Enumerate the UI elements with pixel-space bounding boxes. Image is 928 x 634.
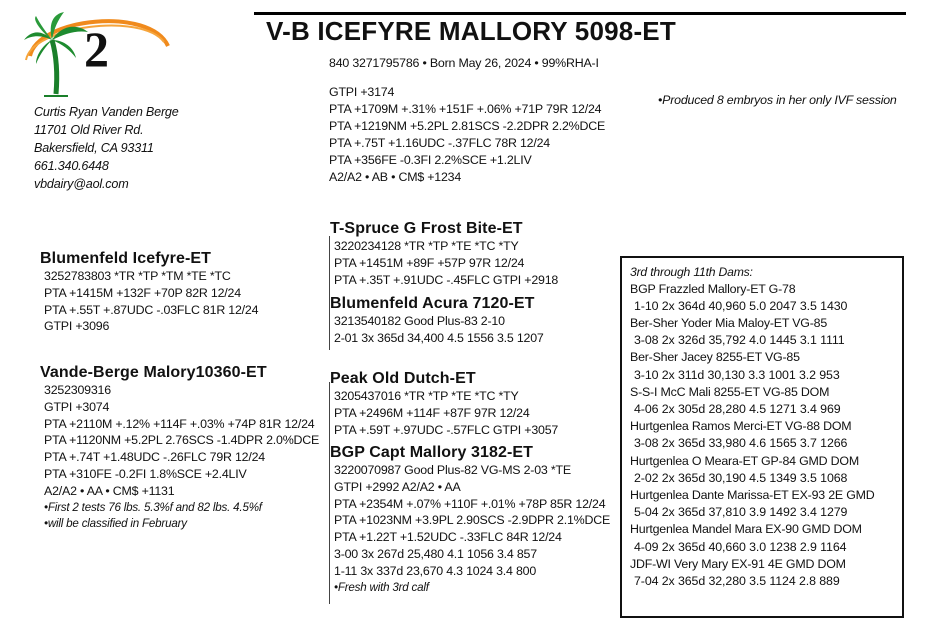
dam-entry-name: JDF-WI Very Mary EX-91 4E GMD DOM (630, 556, 846, 571)
dam-line: GTPI +3074 (44, 399, 110, 414)
dam-entry-record: 3-08 2x 326d 35,792 4.0 1445 3.1 1111 (634, 333, 845, 348)
dam-dam-line: PTA +1.22T +1.52UDC -.33FLC 84R 12/24 (334, 530, 562, 545)
dam-dam-line: PTA +2354M +.07% +110F +.01% +78P 85R 12… (334, 496, 606, 511)
dam-dam-block: BGP Capt Mallory 3182-ET 3220070987 Good… (330, 443, 610, 596)
dam-entry-record: 2-02 2x 365d 30,190 4.5 1349 3.5 1068 (634, 470, 848, 485)
dam-dam-line: PTA +1023NM +3.9PL 2.90SCS -2.9DPR 2.1%D… (334, 513, 611, 528)
dam-entry-record: 3-08 2x 365d 33,980 4.6 1565 3.7 1266 (634, 436, 848, 451)
dam-sire-line: PTA +2496M +114F +87F 97R 12/24 (334, 405, 530, 420)
owner-email: vbdairy@aol.com (34, 177, 129, 191)
sire-name: Blumenfeld Icefyre-ET (40, 250, 212, 267)
dam-dam-name: BGP Capt Mallory 3182-ET (330, 444, 534, 461)
sire-sire-name: T-Spruce G Frost Bite-ET (330, 220, 523, 237)
logo-number: 2 (84, 21, 109, 77)
title-rule (254, 12, 906, 15)
main-genomic-info: GTPI +3174 PTA +1709M +.31% +151F +.06% … (329, 84, 605, 186)
info-line: PTA +.75T +1.16UDC -.37FLC 78R 12/24 (329, 136, 551, 150)
dam-entry-name: S-S-I McC Mali 8255-ET VG-85 DOM (630, 384, 830, 399)
dam-entry-name: Hurtgenlea Dante Marissa-ET EX-93 2E GMD (630, 488, 875, 503)
pedigree-connector (329, 236, 330, 350)
info-line: PTA +1219NM +5.2PL 2.81SCS -2.2DPR 2.2%D… (329, 119, 606, 133)
sire-dam-name: Blumenfeld Acura 7120-ET (330, 295, 535, 312)
dam-dam-line: 3220070987 Good Plus-82 VG-MS 2-03 *TE (334, 463, 571, 477)
dam-sire-line: 3205437016 *TR *TP *TE *TC *TY (334, 389, 519, 403)
top-note: •Produced 8 embryos in her only IVF sess… (658, 93, 897, 107)
sire-block: Blumenfeld Icefyre-ET 3252783803 *TR *TP… (40, 249, 259, 335)
dam-entry-record: 4-06 2x 305d 28,280 4.5 1271 3.4 969 (634, 402, 841, 417)
dam-entry-name: BGP Frazzled Mallory-ET G-78 (630, 281, 796, 296)
dam-line: PTA +.74T +1.48UDC -.26FLC 79R 12/24 (44, 450, 266, 465)
dam-sire-name: Peak Old Dutch-ET (330, 370, 476, 387)
owner-contact: Curtis Ryan Vanden Berge 11701 Old River… (34, 103, 179, 193)
dam-entry-record: 1-10 2x 364d 40,960 5.0 2047 3.5 1430 (634, 298, 848, 313)
dam-sire-block: Peak Old Dutch-ET 3205437016 *TR *TP *TE… (330, 369, 558, 438)
dam-line: PTA +310FE -0.2FI 1.8%SCE +2.4LIV (44, 466, 247, 481)
dams-box: 3rd through 11th Dams: BGP Frazzled Mall… (620, 256, 904, 618)
owner-name: Curtis Ryan Vanden Berge (34, 105, 179, 119)
sire-line: PTA +.55T +.87UDC -.03FLC 81R 12/24 (44, 302, 259, 317)
info-line: A2/A2 • AB • CM$ +1234 (329, 170, 462, 184)
sire-dam-line: 2-01 3x 365d 34,400 4.5 1556 3.5 1207 (334, 330, 544, 345)
pedigree-connector (329, 382, 330, 604)
dam-dam-note: •Fresh with 3rd calf (334, 580, 429, 594)
page-title: V-B ICEFYRE MALLORY 5098-ET (266, 16, 676, 46)
dam-entry-name: Hurtgenlea Mandel Mara EX-90 GMD DOM (630, 522, 862, 537)
dam-line: A2/A2 • AA • CM$ +1131 (44, 483, 175, 498)
dam-line: PTA +2110M +.12% +114F +.03% +74P 81R 12… (44, 416, 315, 431)
sire-sire-line: 3220234128 *TR *TP *TE *TC *TY (334, 239, 519, 253)
dam-entry-record: 7-04 2x 365d 32,280 3.5 1124 2.8 889 (634, 574, 840, 589)
dam-dam-line: GTPI +2992 A2/A2 • AA (334, 479, 461, 494)
dam-entry-name: Hurtgenlea O Meara-ET GP-84 GMD DOM (630, 453, 859, 468)
dam-entry-name: Hurtgenlea Ramos Merci-ET VG-88 DOM (630, 419, 852, 434)
owner-city: Bakersfield, CA 93311 (34, 141, 154, 155)
dam-entry-record: 4-09 2x 365d 40,660 3.0 1238 2.9 1164 (634, 539, 847, 554)
sire-dam-line: 3213540182 Good Plus-83 2-10 (334, 314, 505, 328)
animal-id-line: 840 3271795786 • Born May 26, 2024 • 99%… (329, 56, 599, 70)
sire-line: GTPI +3096 (44, 319, 110, 334)
palm-tree-logo-icon (24, 12, 170, 97)
dam-entry-record: 3-10 2x 311d 30,130 3.3 1001 3.2 953 (634, 367, 840, 382)
dam-entry-record: 5-04 2x 365d 37,810 3.9 1492 3.4 1279 (634, 505, 848, 520)
info-line: PTA +1709M +.31% +151F +.06% +71P 79R 12… (329, 102, 602, 116)
info-line: PTA +356FE -0.3FI 2.2%SCE +1.2LIV (329, 153, 532, 167)
logo: 2 (22, 10, 172, 98)
dam-entry-name: Ber-Sher Yoder Mia Maloy-ET VG-85 (630, 316, 828, 330)
sire-sire-line: PTA +.35T +.91UDC -.45FLC GTPI +2918 (334, 272, 559, 287)
sire-line: PTA +1415M +132F +70P 82R 12/24 (44, 285, 241, 300)
dam-entry-name: Ber-Sher Jacey 8255-ET VG-85 (630, 350, 800, 365)
dam-note: •First 2 tests 76 lbs. 5.3%f and 82 lbs.… (44, 500, 262, 514)
dam-note: •will be classified in February (44, 517, 187, 531)
sire-dam-block: Blumenfeld Acura 7120-ET 3213540182 Good… (330, 294, 544, 347)
sire-line: 3252783803 *TR *TP *TM *TE *TC (44, 269, 231, 283)
dam-name: Vande-Berge Malory10360-ET (40, 364, 267, 381)
dams-box-title: 3rd through 11th Dams: (630, 265, 753, 279)
info-line: GTPI +3174 (329, 85, 395, 99)
owner-address: 11701 Old River Rd. (34, 123, 144, 137)
dam-block: Vande-Berge Malory10360-ET 3252309316 GT… (40, 363, 319, 533)
owner-phone: 661.340.6448 (34, 159, 109, 173)
dam-dam-line: 3-00 3x 267d 25,480 4.1 1056 3.4 857 (334, 546, 537, 561)
dam-sire-line: PTA +.59T +.97UDC -.57FLC GTPI +3057 (334, 422, 559, 437)
sire-sire-block: T-Spruce G Frost Bite-ET 3220234128 *TR … (330, 219, 558, 288)
dam-line: 3252309316 (44, 383, 111, 397)
dam-line: PTA +1120NM +5.2PL 2.76SCS -1.4DPR 2.0%D… (44, 433, 320, 448)
dam-dam-line: 1-11 3x 337d 23,670 4.3 1024 3.4 800 (334, 563, 537, 578)
sire-sire-line: PTA +1451M +89F +57P 97R 12/24 (334, 255, 525, 270)
